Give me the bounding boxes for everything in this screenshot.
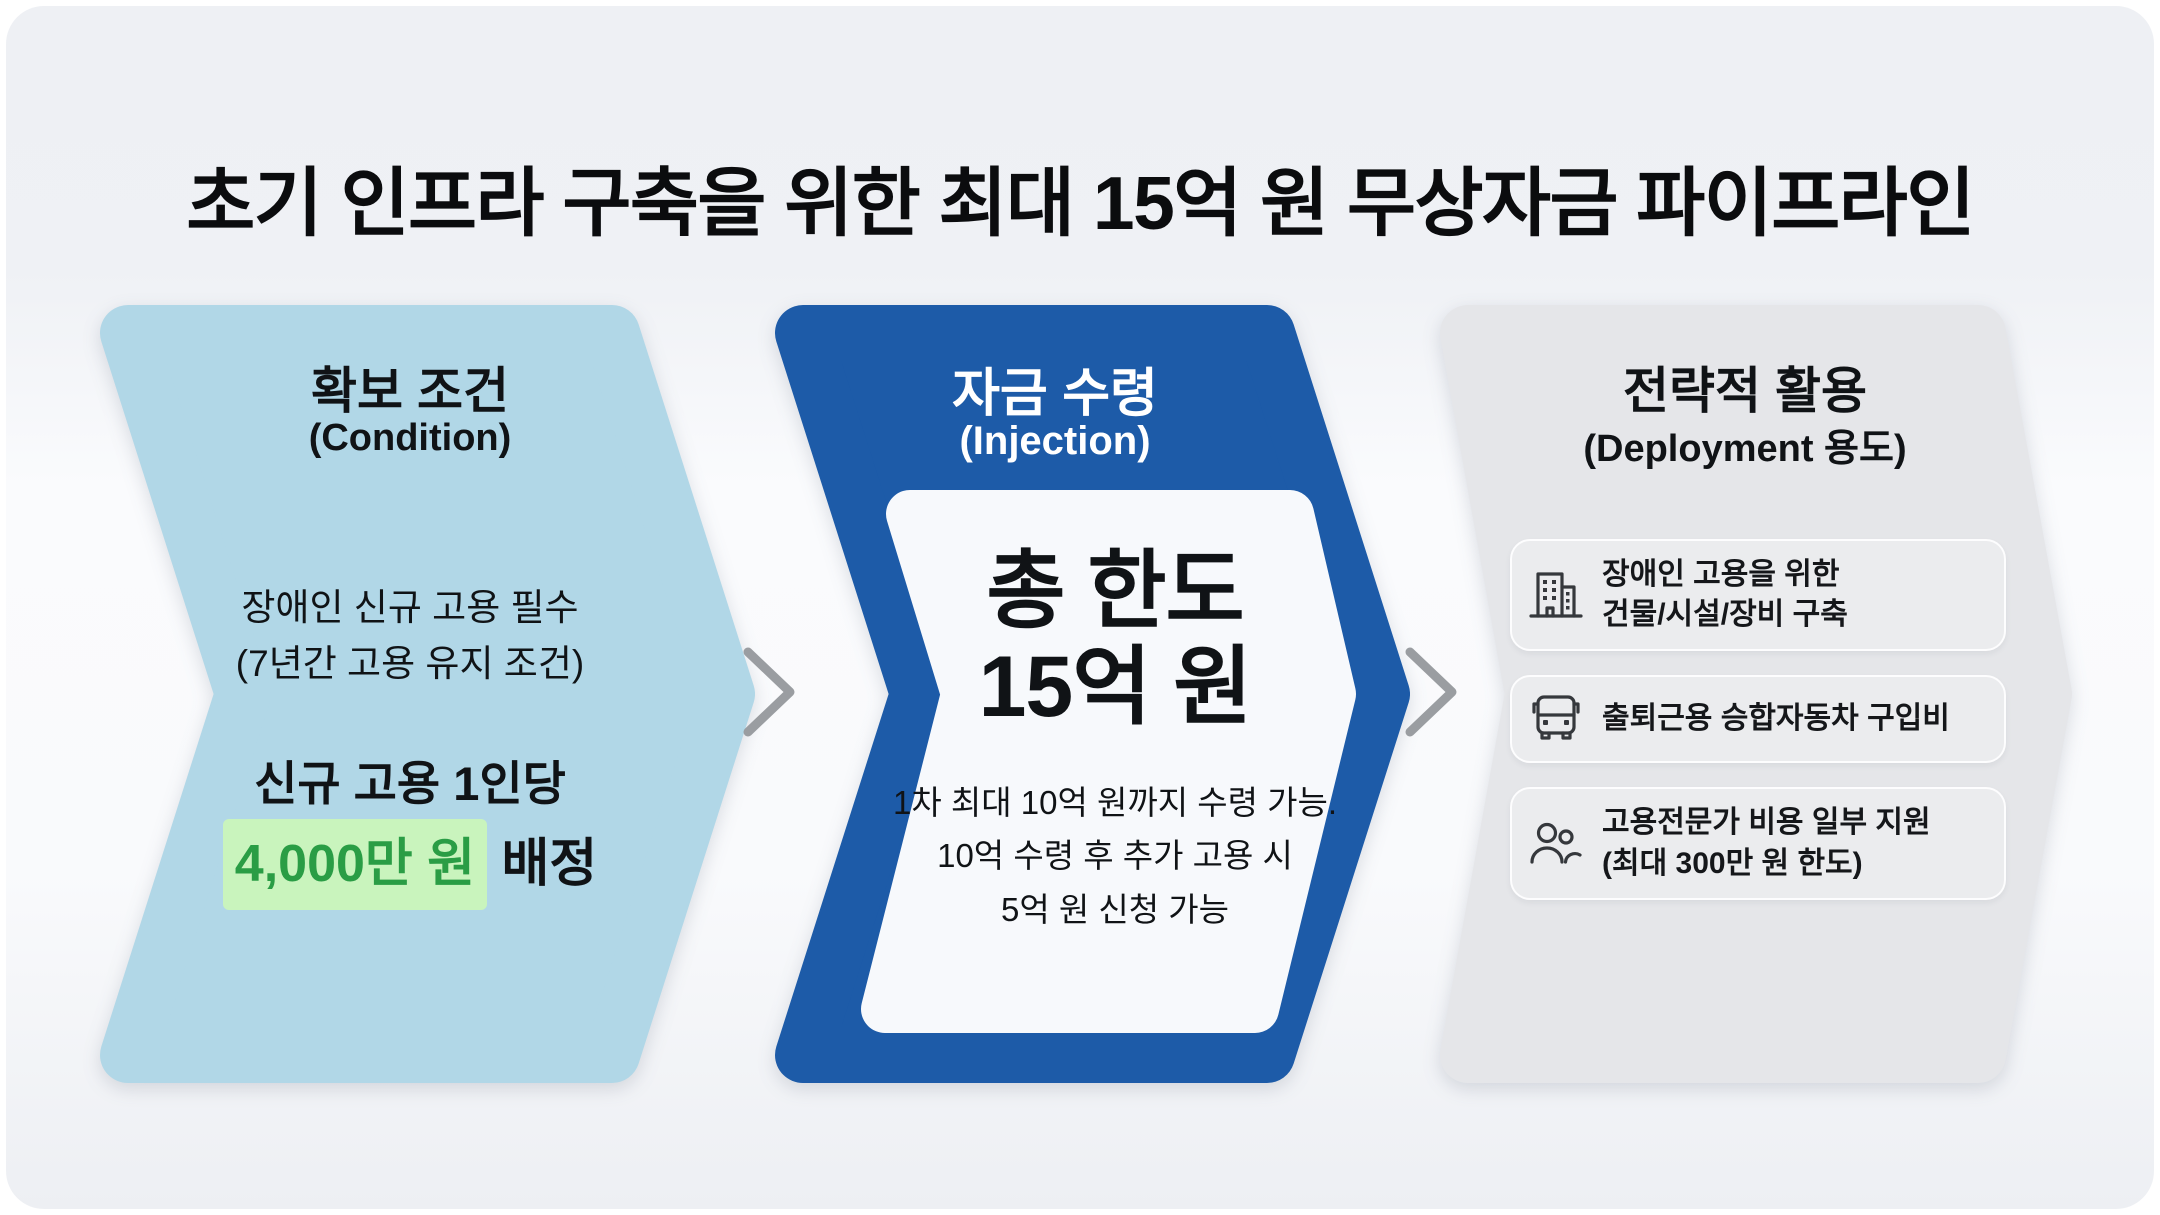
condition-emphasis-line1: 신규 고용 1인당 [254,757,566,810]
injection-detail-line1: 1차 최대 10억 원까지 수령 가능. [892,783,1338,821]
injection-chevron-shape [775,305,1410,1083]
chevron-right-icon [743,647,795,737]
panel-condition: 확보 조건 (Condition) 장애인 신규 고용 필수 (7년간 고용 유… [100,305,760,1083]
injection-card: 총 한도 15억 원 1차 최대 10억 원까지 수령 가능. 10억 수령 후… [835,543,1395,936]
chevron-right-icon [1405,647,1457,737]
deployment-item-text: 장애인 고용을 위한 건물/시설/장비 구축 [1602,558,1848,632]
amount-suffix: 배정 [487,835,598,893]
injection-detail-line3: 5억 원 신청 가능 [1000,890,1230,928]
injection-title: 자금 수령 [952,365,1158,423]
people-icon [1530,822,1582,864]
deployment-title: 전략적 활용 [1623,363,1867,419]
bus-icon [1532,695,1580,740]
page-title: 초기 인프라 구축을 위한 최대 15억 원 무상자금 파이프라인 [186,161,1975,246]
condition-subtitle: (Condition) [308,417,512,459]
injection-detail-line2: 10억 수령 후 추가 고용 시 [937,837,1293,875]
total-limit-line1: 총 한도 [986,543,1244,639]
deployment-item-text: 출퇴근용 승합자동차 구입비 [1602,702,1950,736]
injection-detail: 1차 최대 10억 원까지 수령 가능. 10억 수령 후 추가 고용 시 5억… [835,776,1395,936]
amount-highlight: 4,000만 원 [222,819,488,910]
building-icon [1529,572,1583,618]
condition-body-line1: 장애인 신규 고용 필수 [241,587,579,628]
deployment-subtitle: (Deployment 용도) [1583,428,1907,470]
condition-body-line2: (7년간 고용 유지 조건) [235,643,585,684]
deployment-item-text: 고용전문가 비용 일부 지원 (최대 300만 원 한도) [1602,806,1931,880]
injection-subtitle: (Injection) [959,419,1151,463]
deployment-item-facility: 장애인 고용을 위한 건물/시설/장비 구축 [1510,539,2006,652]
deployment-items: 장애인 고용을 위한 건물/시설/장비 구축 [1510,539,2006,900]
panel-injection: 자금 수령 (Injection) 총 한도 15억 원 1차 최대 10억 원… [775,305,1410,1083]
deployment-item-vehicle: 출퇴근용 승합자동차 구입비 [1510,675,2006,764]
deployment-item-specialist: 고용전문가 비용 일부 지원 (최대 300만 원 한도) [1510,787,2006,900]
total-limit-line2: 15억 원 [978,639,1253,736]
condition-title: 확보 조건 [311,363,509,419]
condition-emphasis-line2: 4,000만 원 배정 [120,819,700,910]
panel-deployment: 전략적 활용 (Deployment 용도) [1440,305,2072,1083]
